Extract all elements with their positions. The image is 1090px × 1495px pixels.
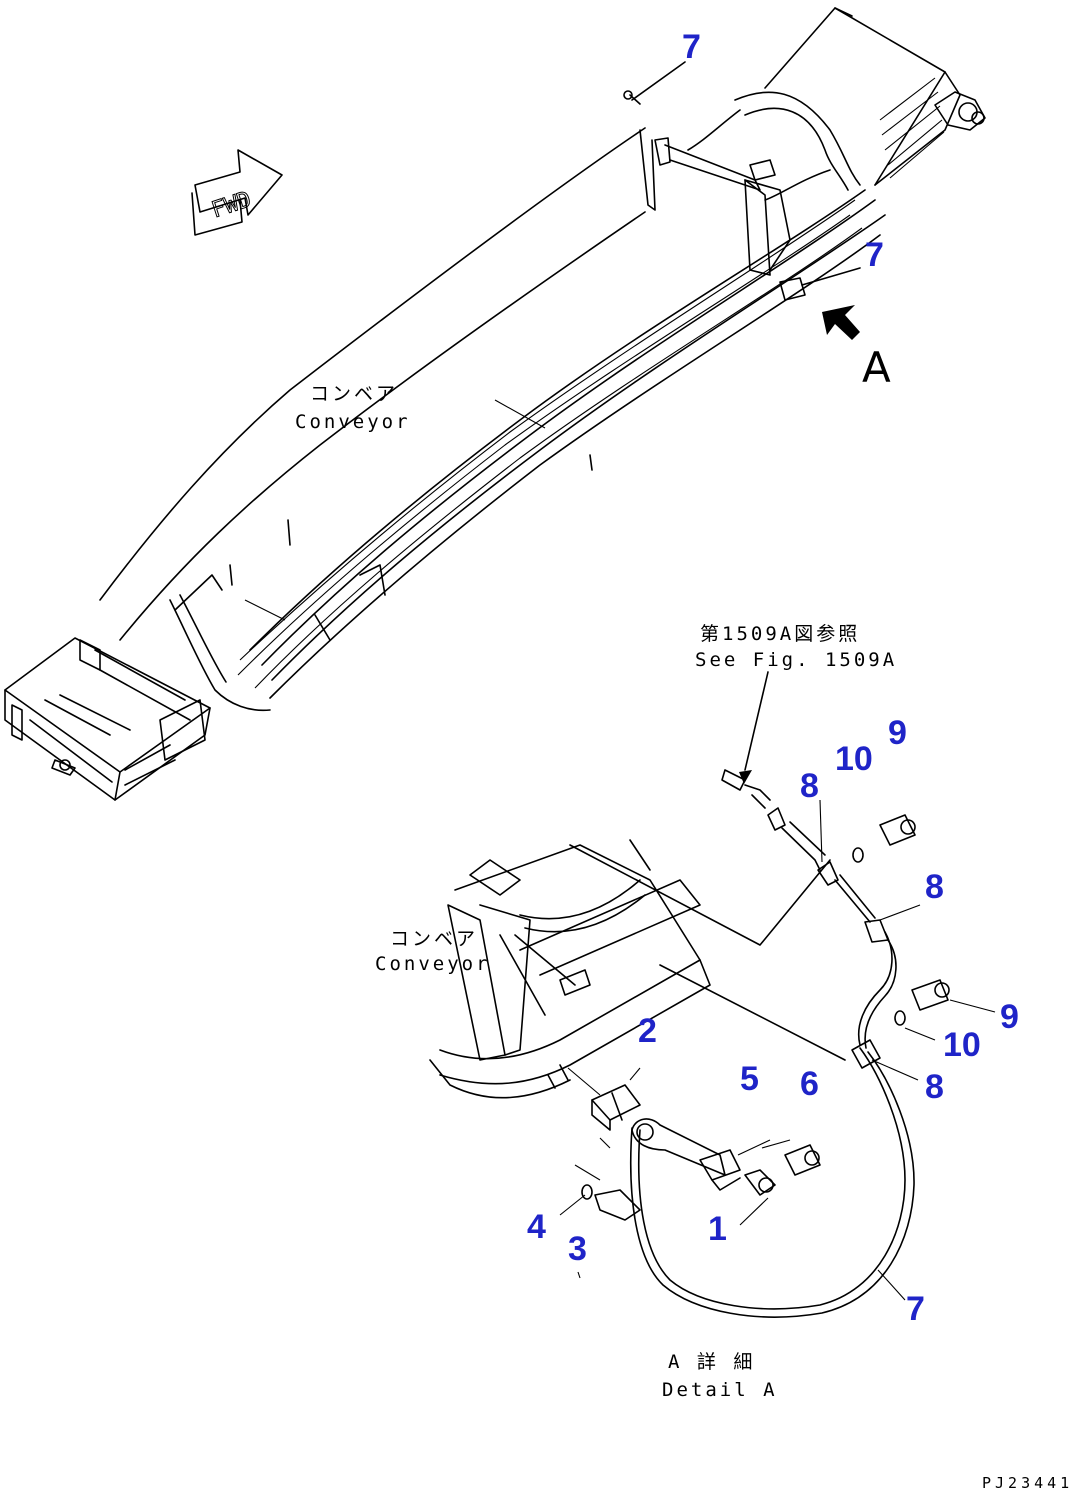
see-fig-en: See Fig. 1509A (695, 649, 897, 671)
callout-3: 3 (568, 1230, 587, 1268)
callout-9-lower: 9 (1000, 998, 1019, 1036)
conveyor-top-jp: コンベア (310, 383, 398, 405)
conveyor-detail-en: Conveyor (375, 953, 491, 975)
callout-numbers: 7 7 9 10 8 8 9 10 8 2 5 6 4 3 1 7 (527, 28, 1019, 1328)
detail-title-en: Detail A (662, 1379, 778, 1401)
callout-9-upper: 9 (888, 714, 907, 752)
detail-a-drawing: コンベア Conveyor 第1509A図参照 See Fig. 1509A A… (375, 623, 996, 1401)
callout-4: 4 (527, 1208, 546, 1246)
callout-2: 2 (638, 1012, 657, 1050)
callout-7-side: 7 (865, 236, 884, 274)
conveyor-detail-jp: コンベア (390, 928, 478, 950)
callout-8-upper: 8 (800, 767, 819, 805)
callout-5: 5 (740, 1060, 759, 1098)
callout-6: 6 (800, 1065, 819, 1103)
fwd-label: FWD (209, 187, 255, 223)
conveyor-overview: FWD A コンベア Conveyor (4, 7, 986, 801)
callout-7-detail: 7 (906, 1290, 925, 1328)
fwd-arrow-icon: FWD (191, 149, 283, 236)
callout-7-top: 7 (682, 28, 701, 66)
see-fig-jp: 第1509A図参照 (700, 623, 860, 645)
view-arrow-icon (822, 305, 860, 340)
callout-8-lower: 8 (925, 1068, 944, 1106)
conveyor-top-en: Conveyor (295, 411, 411, 433)
view-letter: A (862, 343, 891, 392)
callout-10-lower: 10 (943, 1026, 981, 1064)
detail-title-jp: A 詳 細 (668, 1351, 755, 1373)
callout-8-middle: 8 (925, 868, 944, 906)
callout-1: 1 (708, 1210, 727, 1248)
part-id: PJ23441 (982, 1474, 1073, 1492)
callout-10-upper: 10 (835, 740, 873, 778)
